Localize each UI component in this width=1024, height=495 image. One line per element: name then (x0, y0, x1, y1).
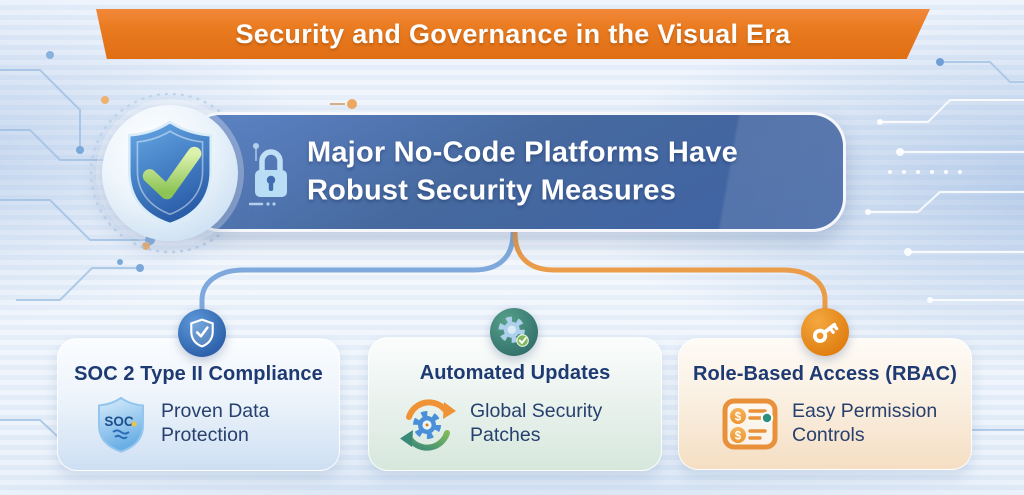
card-title: SOC 2 Type II Compliance (74, 363, 323, 385)
soc-shield-icon: SOC (94, 395, 148, 453)
card-body: Global Security Patches (470, 400, 603, 446)
lock-icon (249, 141, 293, 209)
shield-check-icon (102, 105, 238, 241)
main-title-line2: Robust Security Measures (307, 174, 677, 206)
gear-check-icon (490, 308, 538, 356)
main-card-title: Major No-Code Platforms Have Robust Secu… (307, 134, 738, 209)
card-rbac: Role-Based Access (RBAC) $ $ (678, 338, 972, 470)
main-card: Major No-Code Platforms Have Robust Secu… (186, 112, 846, 232)
main-title-line1: Major No-Code Platforms Have (307, 136, 739, 169)
connector-left-blue (199, 230, 516, 314)
svg-text:$: $ (735, 411, 742, 423)
card-title: Role-Based Access (RBAC) (693, 363, 957, 385)
update-sync-icon (399, 394, 457, 454)
card-automated-updates: Automated Updates (368, 337, 662, 471)
connector-right-orange (512, 230, 828, 314)
page-title: Security and Governance in the Visual Er… (235, 18, 791, 49)
banner: Security and Governance in the Visual Er… (96, 9, 930, 59)
card-body: Proven Data Protection (161, 400, 270, 446)
key-icon (801, 308, 849, 356)
permission-list-icon: $ $ (721, 395, 779, 453)
card-body: Easy Permission Controls (792, 400, 938, 446)
svg-text:$: $ (735, 430, 742, 442)
shield-check-icon (178, 309, 226, 357)
card-soc2-compliance: SOC 2 Type II Compliance SOC Pr (57, 338, 340, 471)
svg-text:SOC: SOC (104, 414, 134, 429)
card-title: Automated Updates (419, 362, 611, 384)
